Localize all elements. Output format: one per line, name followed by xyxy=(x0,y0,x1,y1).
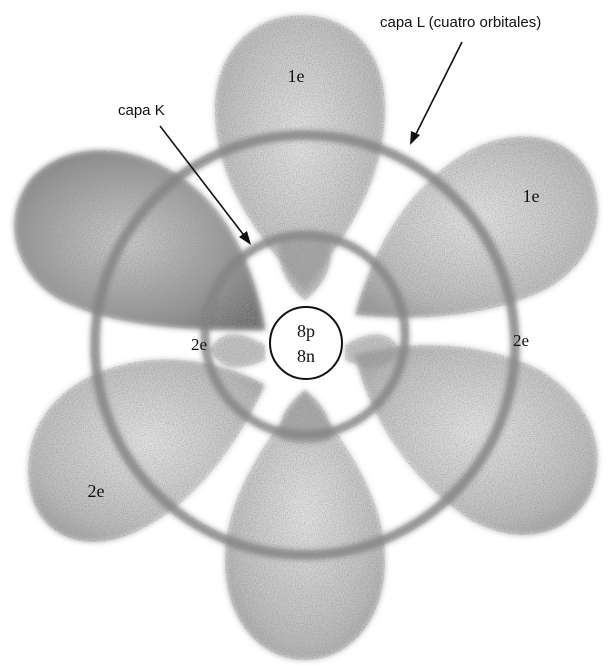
capa-l-arrowhead xyxy=(410,131,420,145)
orbital-lobe-lower-right xyxy=(355,345,598,535)
shell-k-right-electron-label: 2e xyxy=(513,331,529,350)
nucleus: 8p 8n xyxy=(270,307,342,379)
orbital-top-electron-label: 1e xyxy=(288,66,305,86)
inner-lobe-top xyxy=(279,236,332,300)
capa-l-label: capa L (cuatro orbitales) xyxy=(380,14,541,31)
capa-k-label: capa K xyxy=(118,102,165,119)
orbital-lobe-lower-left xyxy=(28,359,265,542)
orbital-lobe-upper-left xyxy=(14,150,265,330)
orbital-lower-left-electron-label: 2e xyxy=(88,481,105,501)
capa-l-pointer-line xyxy=(414,42,462,138)
nucleus-circle xyxy=(270,307,342,379)
nucleus-neutrons-label: 8n xyxy=(297,346,315,366)
nucleus-protons-label: 8p xyxy=(297,321,315,341)
shell-k-left-electron-label: 2e xyxy=(191,335,207,354)
orbital-upper-right-electron-label: 1e xyxy=(523,186,540,206)
capa-k-arrowhead xyxy=(239,231,251,245)
inner-lobe-left xyxy=(210,334,265,367)
